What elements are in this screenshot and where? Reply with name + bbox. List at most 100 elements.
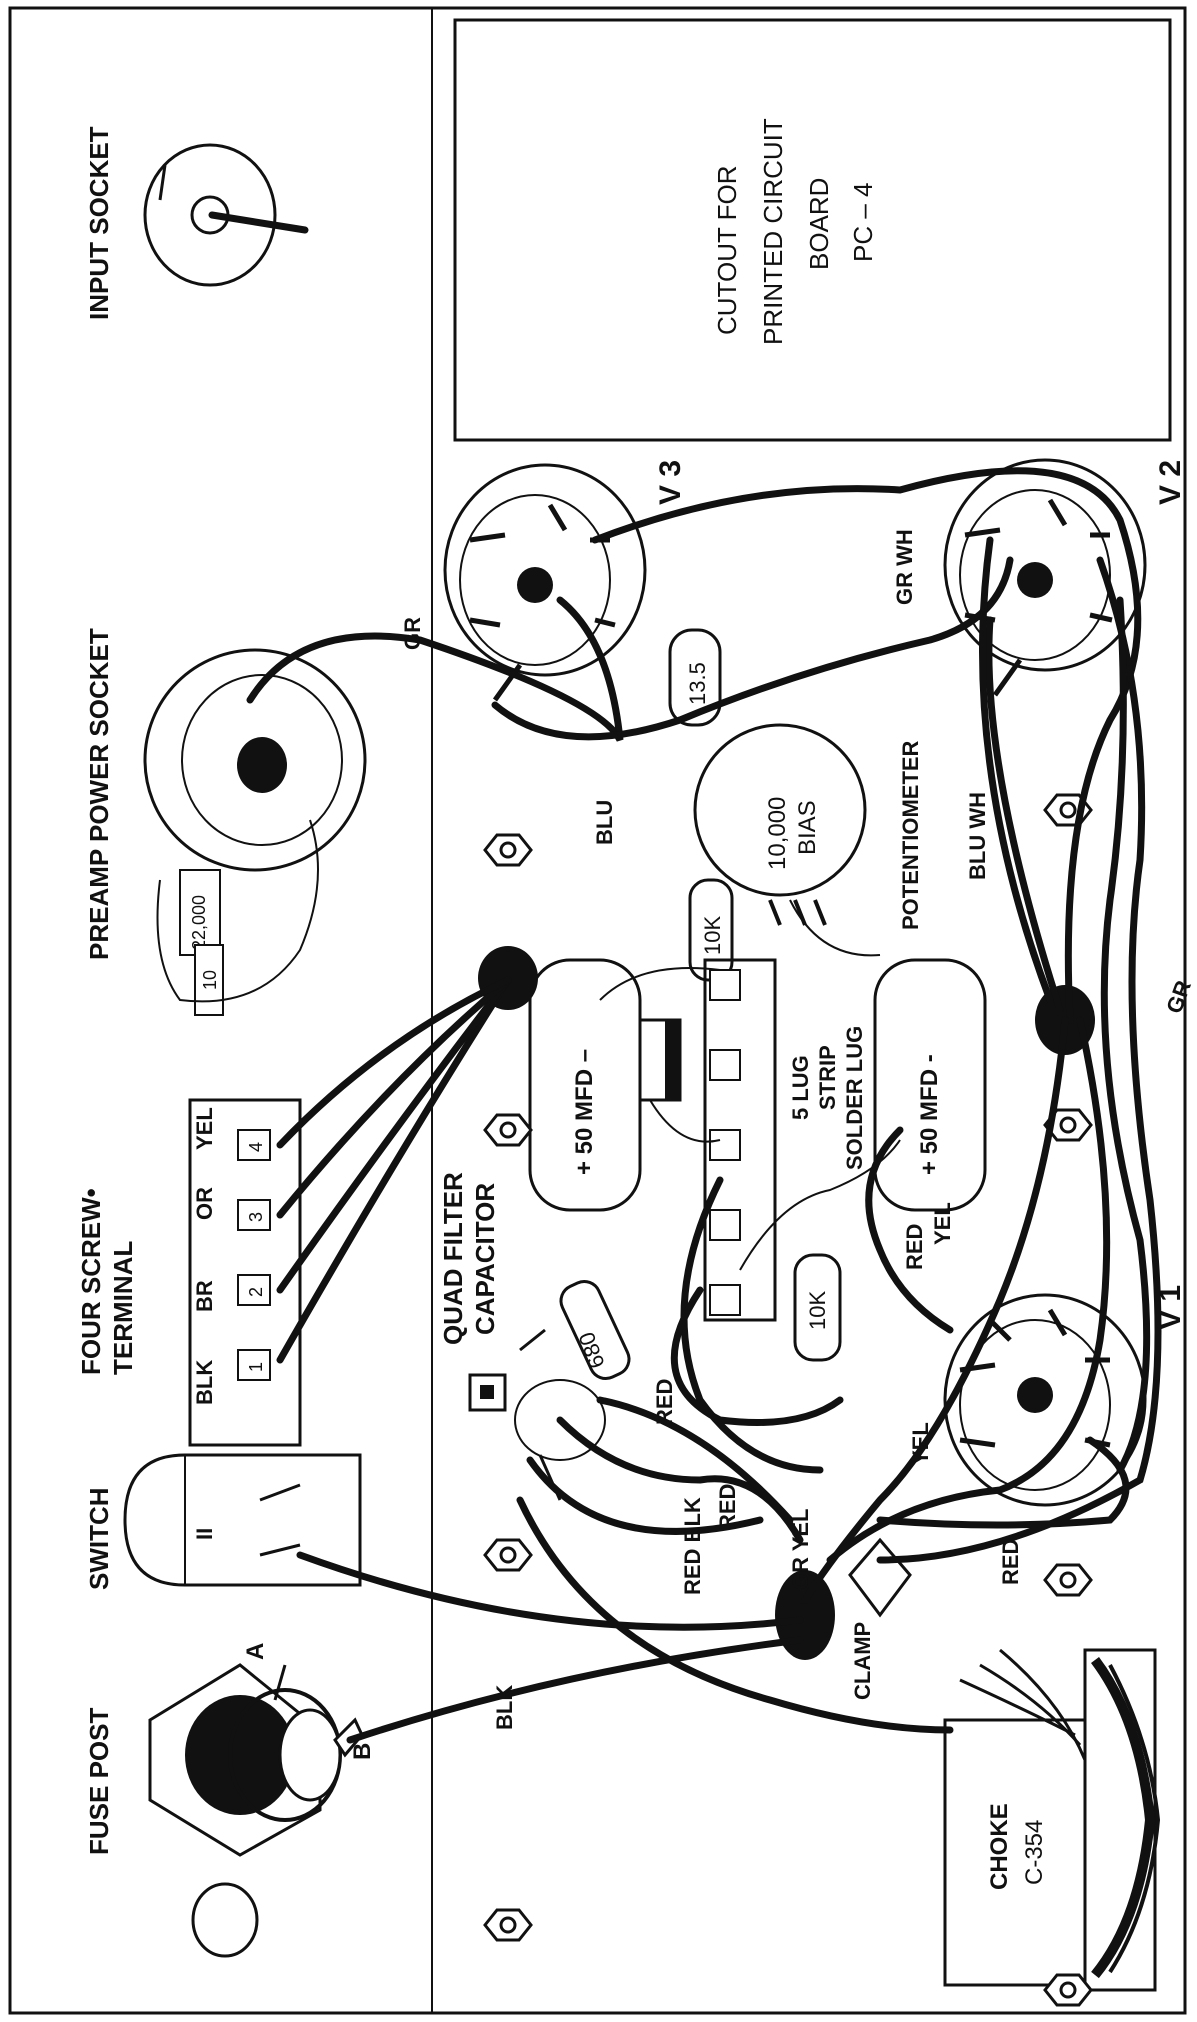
fuse-b-label: B: [349, 1743, 376, 1760]
tube-v2-label: V 2: [1154, 460, 1187, 505]
choke: CHOKE C-354: [943, 1648, 1161, 1992]
solder-lug-label: SOLDER LUG: [842, 1026, 867, 1170]
hex-nut: [483, 1908, 533, 1942]
lug-strip-label-1: 5 LUG: [788, 1055, 813, 1120]
fuse-body: [185, 1695, 295, 1815]
wire-label-red-blk: RED BLK: [680, 1497, 705, 1595]
wiring: [246, 467, 1162, 1744]
wire-label-gr-v3: GR: [400, 617, 425, 650]
wire-label-blu: BLU: [592, 800, 617, 845]
fuse-hex-nut: [148, 1663, 322, 1857]
choke-label-1: CHOKE: [986, 1803, 1013, 1890]
svg-text:3: 3: [246, 1212, 266, 1222]
wire-label-yel: YEL: [930, 1202, 955, 1245]
wire-label-gr-wh: GR WH: [892, 529, 917, 605]
wire-label-gr-right: GR: [1161, 977, 1196, 1017]
cap-50mfd-a-label: + 50 MFD –: [571, 1049, 598, 1175]
input-socket-lug: [208, 211, 309, 234]
five-lug-strip: 5 LUG STRIP SOLDER LUG: [703, 958, 867, 1322]
resistor-10k-bottom: 10K: [793, 1253, 842, 1362]
svg-text:2: 2: [246, 1287, 266, 1297]
hex-nut: [483, 1113, 533, 1147]
hex-nut: [1043, 1973, 1093, 2007]
chassis-outline: [8, 6, 1187, 2015]
preamp-power-socket: 22,000 10: [143, 648, 367, 1016]
choke-label-2: C-354: [1021, 1820, 1048, 1885]
resistor-680: 680: [559, 1279, 631, 1381]
svg-text:1: 1: [246, 1362, 266, 1372]
pot-label-2: BIAS: [794, 800, 821, 855]
resistor-10: [194, 944, 224, 1016]
capacitor-50mfd-b: + 50 MFD -: [873, 958, 987, 1212]
cutout-label-3: BOARD: [804, 178, 834, 270]
terminal-color-or: OR: [192, 1187, 217, 1220]
choke-winding: [959, 1648, 1161, 1979]
fuse-a-label: A: [242, 1643, 269, 1660]
wire-label-blk: BLK: [492, 1685, 517, 1730]
tube-v2-center: [1017, 562, 1053, 598]
tube-v3-label: V 3: [654, 460, 687, 505]
hex-nut: [483, 1538, 533, 1572]
wire-label-gr-yel: GR YEL: [788, 1508, 813, 1590]
fuse-post-label: FUSE POST: [84, 1708, 114, 1855]
resistor-10-label: 10: [200, 970, 220, 990]
terminal-color-blk: BLK: [192, 1360, 217, 1405]
terminal-screw-1: 1: [237, 1349, 271, 1381]
capacitor-50mfd-a: + 50 MFD –: [528, 958, 682, 1212]
resistor-13-5-label: 13.5: [685, 662, 710, 705]
grommet-hole: [191, 1882, 259, 1958]
tube-socket-v1: [943, 1293, 1147, 1507]
wire-label-red: RED: [652, 1379, 677, 1425]
wire-bundle-clamp: [775, 1570, 835, 1660]
four-screw-terminal-label-2: TERMINAL: [108, 1241, 138, 1375]
resistor-22000-label: 22,000: [189, 895, 209, 950]
switch-lug-2: [259, 1543, 301, 1557]
potentiometer-label: POTENTIOMETER: [898, 740, 923, 930]
clamp-shape: [848, 1537, 912, 1618]
switch-label: SWITCH: [84, 1487, 114, 1590]
lug-strip-label-2: STRIP: [815, 1045, 840, 1110]
quad-filter-label-2: CAPACITOR: [470, 1183, 500, 1335]
terminal-screw-4: 4: [237, 1129, 271, 1161]
cutout-label-2: PRINTED CIRCUIT: [758, 118, 788, 345]
socket-center: [237, 737, 287, 793]
tube-socket-v3: [443, 463, 647, 702]
wire-label-red-2: RED: [715, 1484, 740, 1530]
wire-label-blu-wh: BLU WH: [965, 792, 990, 880]
cutout-label-4: PC – 4: [848, 183, 878, 263]
quad-filter-label-1: QUAD FILTER: [438, 1172, 468, 1345]
four-screw-terminal: 1 2 3 4: [188, 1098, 302, 1447]
hex-nut: [483, 833, 533, 867]
wire-label-red-v1: RED: [998, 1539, 1023, 1585]
four-screw-terminal-label-1: FOUR SCREW•: [76, 1188, 106, 1375]
resistor-10k-b-label: 10K: [805, 1291, 830, 1330]
resistor-13-5: 13.5: [668, 628, 722, 727]
svg-text:4: 4: [246, 1142, 266, 1152]
resistor-10k-top: 10K: [688, 878, 734, 982]
resistor-10k-a-label: 10K: [700, 916, 725, 955]
terminal-strip-body: [188, 1098, 302, 1447]
input-socket: [143, 143, 309, 287]
fuse-post: [148, 1663, 364, 1857]
quad-filter-capacitor: [468, 1328, 606, 1501]
pc-board-cutout: [453, 18, 1172, 442]
terminal-screw-3: 3: [237, 1199, 271, 1231]
wire-label-yel-v1: YEL: [908, 1422, 933, 1465]
tube-socket-v2: [943, 458, 1147, 697]
cutout-label-1: CUTOUT FOR: [712, 166, 742, 335]
tube-v1-center: [1017, 1377, 1053, 1413]
terminal-screw-2: 2: [237, 1274, 271, 1306]
preamp-power-socket-label: PREAMP POWER SOCKET: [84, 628, 114, 960]
cap-50mfd-b-label: + 50 MFD -: [916, 1054, 943, 1175]
clamp-label: CLAMP: [850, 1622, 875, 1700]
tube-v3-center: [517, 567, 553, 603]
terminal-color-yel: YEL: [192, 1107, 217, 1150]
hex-nut: [1043, 1108, 1093, 1142]
wire-label-red-3: RED: [902, 1224, 927, 1270]
hex-nut: [1043, 1563, 1093, 1597]
input-socket-label: INPUT SOCKET: [84, 126, 114, 320]
switch-lug-1: [259, 1483, 301, 1502]
pot-label-1: 10,000: [764, 797, 791, 870]
